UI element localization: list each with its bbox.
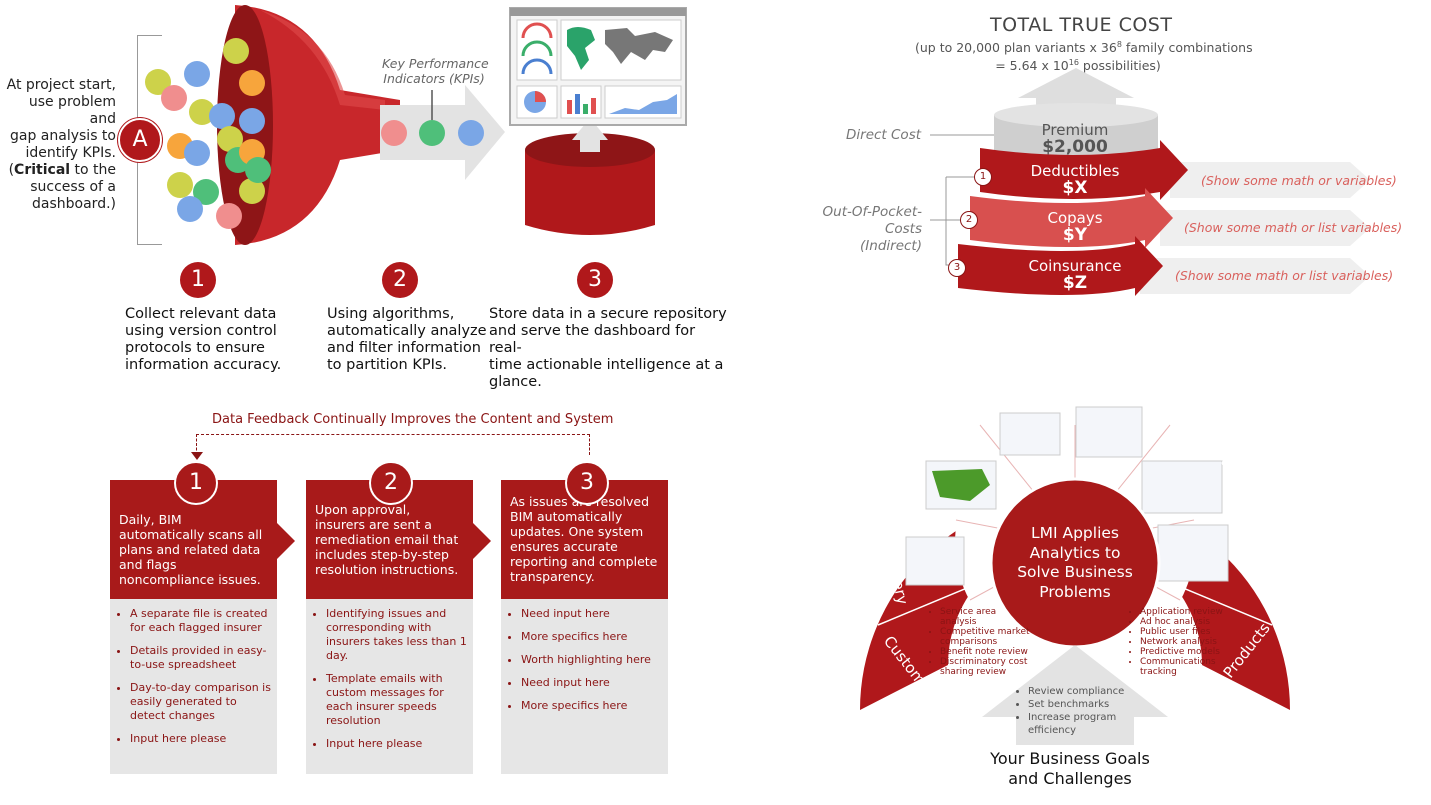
feedback-list-3: Need input here More specifics here Wort… bbox=[501, 599, 668, 774]
copays-note: (Show some math or list variables) bbox=[1184, 220, 1403, 235]
cost-subtitle: (up to 20,000 plan variants x 368 family… bbox=[915, 40, 1253, 74]
list-item: Predictive models bbox=[1140, 647, 1230, 657]
step-2-number: 2 bbox=[382, 262, 418, 298]
coinsurance-band bbox=[958, 236, 1163, 296]
wheel-center-text: LMI Applies Analytics to Solve Business … bbox=[1017, 524, 1133, 601]
direct-cost-label: Direct Cost bbox=[846, 127, 922, 143]
list-item: Need input here bbox=[521, 607, 662, 621]
data-balls bbox=[145, 38, 271, 229]
list-item: Service area analysis bbox=[940, 607, 1030, 627]
coinsurance-note: (Show some math or list variables) bbox=[1175, 268, 1394, 283]
list-item: Worth highlighting here bbox=[521, 653, 662, 667]
product-wheel bbox=[860, 330, 1290, 745]
coinsurance-label: Coinsurance $Z bbox=[1028, 257, 1122, 293]
goals-list: Review compliance Set benchmarks Increas… bbox=[1018, 685, 1128, 737]
feedback-title: Data Feedback Continually Improves the C… bbox=[212, 412, 614, 427]
feedback-num-3: 3 bbox=[565, 461, 609, 505]
feedback-num-2: 2 bbox=[369, 461, 413, 505]
list-item: Increase program efficiency bbox=[1028, 711, 1128, 737]
list-item: Application review bbox=[1140, 607, 1230, 617]
list-item: More specifics here bbox=[521, 630, 662, 644]
feedback-loop bbox=[196, 434, 590, 455]
funnel-icon bbox=[235, 5, 400, 245]
feedback-arrow-2 bbox=[473, 523, 491, 559]
premium-label: Premium $2,000 bbox=[1041, 121, 1109, 157]
goals-title: Your Business Goals and Challenges bbox=[990, 749, 1150, 788]
goals-arrow bbox=[982, 645, 1168, 745]
cost-layer-num-3: 3 bbox=[948, 259, 966, 277]
wheel-right-list: Application review Ad hoc analysis Publi… bbox=[1130, 607, 1230, 677]
list-item: Identifying issues and corresponding wit… bbox=[326, 607, 467, 663]
copays-label: Copays $Y bbox=[1047, 209, 1103, 245]
deductibles-band bbox=[980, 140, 1188, 200]
step-1-number: 1 bbox=[180, 262, 216, 298]
list-item: Input here please bbox=[130, 732, 271, 746]
dashboard-graphic bbox=[509, 7, 687, 235]
list-item: Review compliance bbox=[1028, 685, 1128, 698]
list-item: More specifics here bbox=[521, 699, 662, 713]
list-item: Benefit note review bbox=[940, 647, 1030, 657]
database-icon bbox=[525, 150, 655, 235]
step-1-text: Collect relevant data using version cont… bbox=[125, 306, 282, 373]
funnel-highlight bbox=[260, 10, 385, 110]
list-item: Set benchmarks bbox=[1028, 698, 1128, 711]
list-item: Network analysis bbox=[1140, 637, 1230, 647]
feedback-list-1: A separate file is created for each flag… bbox=[110, 599, 277, 774]
critical-line: (Critical to the bbox=[8, 162, 116, 178]
list-item: A separate file is created for each flag… bbox=[130, 607, 271, 635]
list-item: Day-to-day comparison is easily generate… bbox=[130, 681, 271, 723]
deductibles-note: (Show some math or variables) bbox=[1201, 173, 1397, 188]
step-3-text: Store data in a secure repository and se… bbox=[489, 306, 727, 390]
cost-layer-num-2: 2 bbox=[960, 211, 978, 229]
feedback-arrow-1 bbox=[277, 523, 295, 559]
cost-title: TOTAL TRUE COST bbox=[990, 14, 1173, 36]
step-2-text: Using algorithms, automatically analyze … bbox=[327, 306, 487, 373]
list-item: Details provided in easy-to-use spreadsh… bbox=[130, 644, 271, 672]
loop-arrowhead bbox=[191, 452, 203, 460]
step-3-number: 3 bbox=[577, 262, 613, 298]
list-item: Communications tracking bbox=[1140, 657, 1230, 677]
badge-a: A bbox=[118, 118, 162, 162]
deductibles-label: Deductibles $X bbox=[1030, 162, 1120, 198]
feedback-list-2: Identifying issues and corresponding wit… bbox=[306, 599, 473, 774]
wheel-left-list: Service area analysis Competitive market… bbox=[930, 607, 1030, 677]
list-item: Ad hoc analysis bbox=[1140, 617, 1230, 627]
left-intro-text: At project start, use problem and gap an… bbox=[4, 77, 116, 213]
funnel-graphic bbox=[145, 5, 505, 245]
copays-band bbox=[970, 188, 1173, 248]
kpi-label: Key Performance Indicators (KPIs) bbox=[382, 56, 489, 86]
list-item: Public user files bbox=[1140, 627, 1230, 637]
list-item: Need input here bbox=[521, 676, 662, 690]
list-item: Discriminatory cost sharing review bbox=[940, 657, 1030, 677]
feedback-num-1: 1 bbox=[174, 461, 218, 505]
cost-stack-graphic bbox=[930, 68, 1370, 296]
list-item: Input here please bbox=[326, 737, 467, 751]
cost-layer-num-1: 1 bbox=[974, 168, 992, 186]
list-item: Competitive market comparisons bbox=[940, 627, 1030, 647]
list-item: Template emails with custom messages for… bbox=[326, 672, 467, 728]
oop-label: Out-Of-Pocket-Costs (Indirect) bbox=[822, 204, 922, 254]
